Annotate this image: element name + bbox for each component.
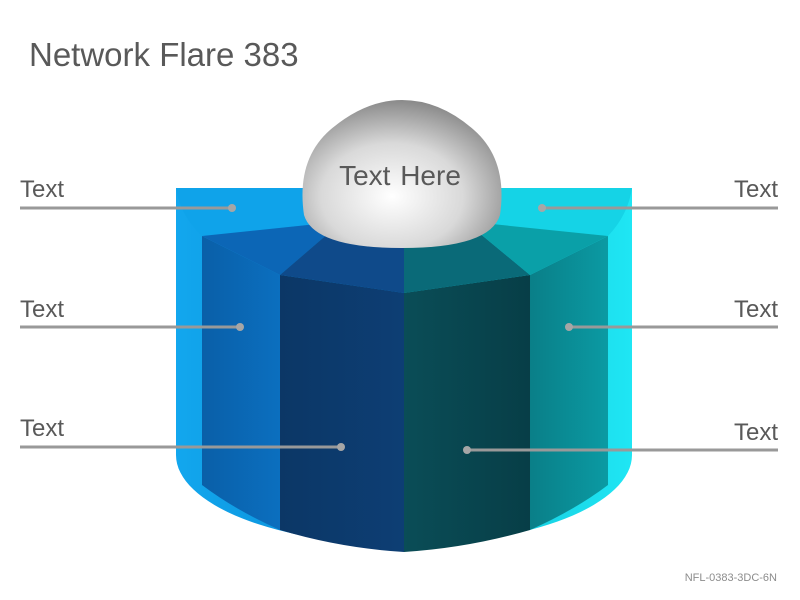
label-right-bottom: Text (733, 419, 778, 446)
top-face-teal-mid (404, 215, 608, 275)
label-right-top: Text (733, 176, 778, 203)
label-left-middle: Text (20, 296, 65, 323)
label-right-middle: Text (733, 296, 778, 323)
segment-teal-mid-side (530, 236, 608, 530)
connector-dot-right-top (538, 204, 546, 212)
connector-dots (228, 204, 573, 454)
center-label: Text Here (339, 160, 461, 191)
dome (302, 100, 502, 248)
connector-dot-left-top (228, 204, 236, 212)
connector-lines (20, 206, 778, 452)
page-title: Network Flare 383 (29, 36, 299, 73)
label-left-bottom: Text (20, 415, 65, 442)
connector-dot-left-middle (236, 323, 244, 331)
segment-blue-mid-side (202, 236, 280, 530)
connector-dot-left-bottom (337, 443, 345, 451)
connector-dot-right-middle (565, 323, 573, 331)
top-face-blue-mid (202, 215, 404, 275)
connector-dot-right-bottom (463, 446, 471, 454)
segment-blue-dark-side (280, 275, 404, 552)
product-code: NFL-0383-3DC-6N (684, 572, 777, 584)
segment-teal-dark-side (404, 275, 530, 552)
label-left-top: Text (20, 176, 65, 203)
outer-ring-bottom-cut (170, 455, 640, 600)
